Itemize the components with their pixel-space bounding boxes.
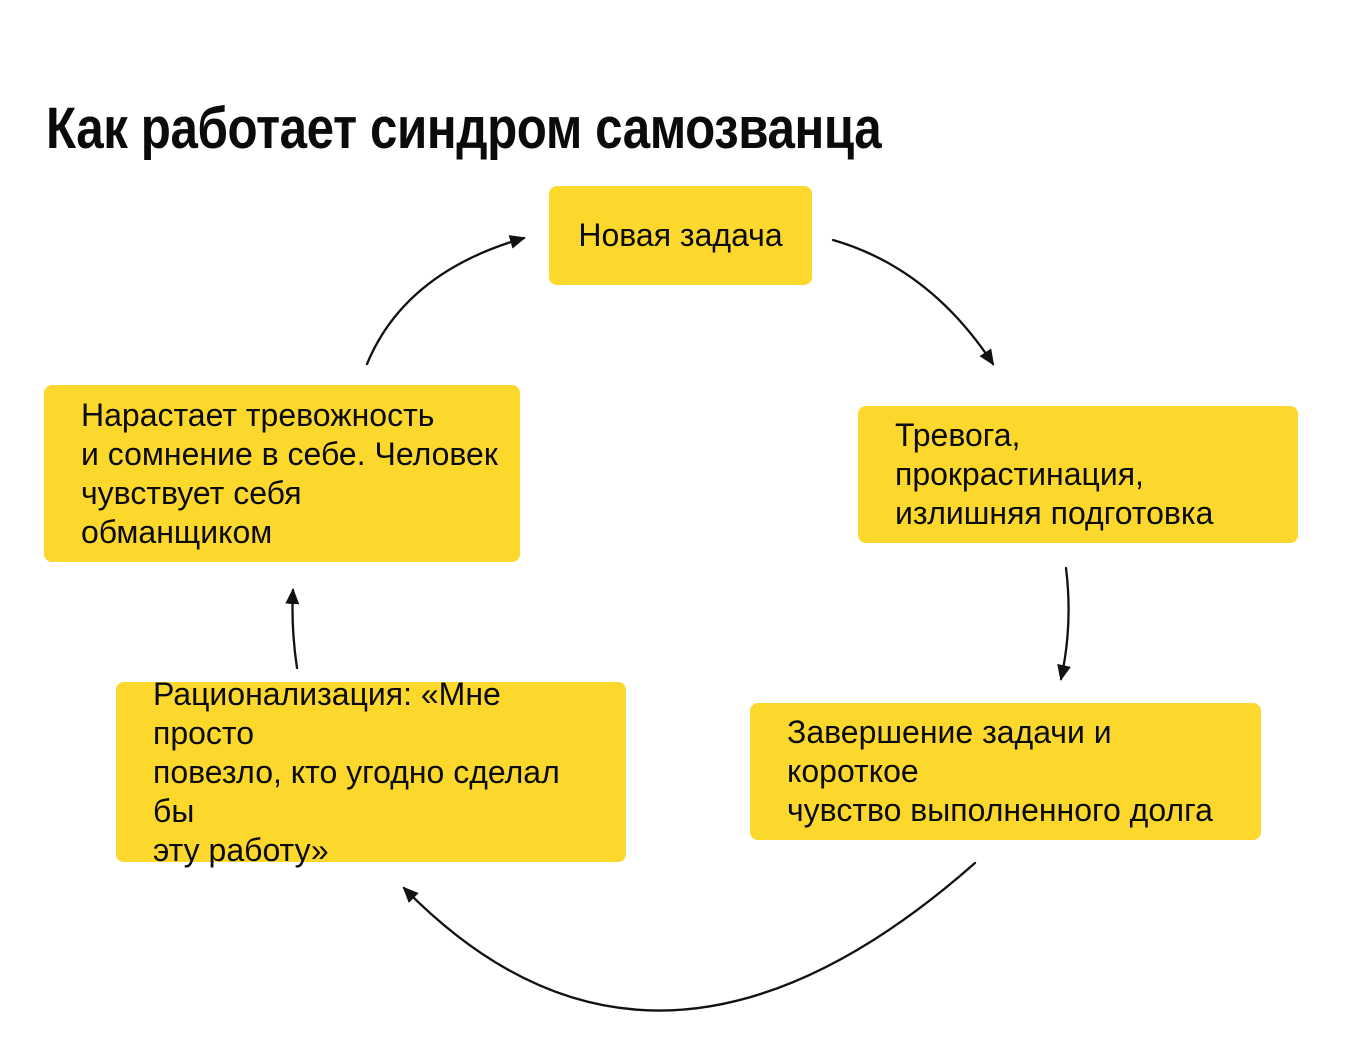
arrow-rationalization-to-growing-anxiety bbox=[285, 588, 300, 670]
node-anxiety-procrastination-label: Тревога, прокрастинация, излишняя подгот… bbox=[895, 417, 1214, 531]
node-task-completion-label: Завершение задачи и короткое чувство вып… bbox=[787, 714, 1213, 828]
node-rationalization: Рационализация: «Мне просто повезло, кто… bbox=[116, 676, 626, 868]
arrow-new-task-to-anxiety bbox=[831, 238, 995, 366]
node-rationalization-label: Рационализация: «Мне просто повезло, кто… bbox=[153, 675, 560, 868]
node-new-task-label: Новая задача bbox=[578, 217, 783, 253]
page-title: Как работает синдром самозванца bbox=[46, 95, 882, 161]
arrow-growing-anxiety-to-new-task bbox=[365, 235, 526, 366]
node-new-task: Новая задача bbox=[549, 186, 812, 285]
node-growing-anxiety-label: Нарастает тревожность и сомнение в себе.… bbox=[81, 396, 498, 550]
arrow-completion-to-rationalization bbox=[402, 861, 977, 1012]
node-task-completion: Завершение задачи и короткое чувство вып… bbox=[750, 703, 1261, 840]
arrow-anxiety-to-completion bbox=[1057, 566, 1071, 681]
node-growing-anxiety: Нарастает тревожность и сомнение в себе.… bbox=[44, 385, 520, 562]
node-anxiety-procrastination: Тревога, прокрастинация, излишняя подгот… bbox=[858, 406, 1298, 543]
